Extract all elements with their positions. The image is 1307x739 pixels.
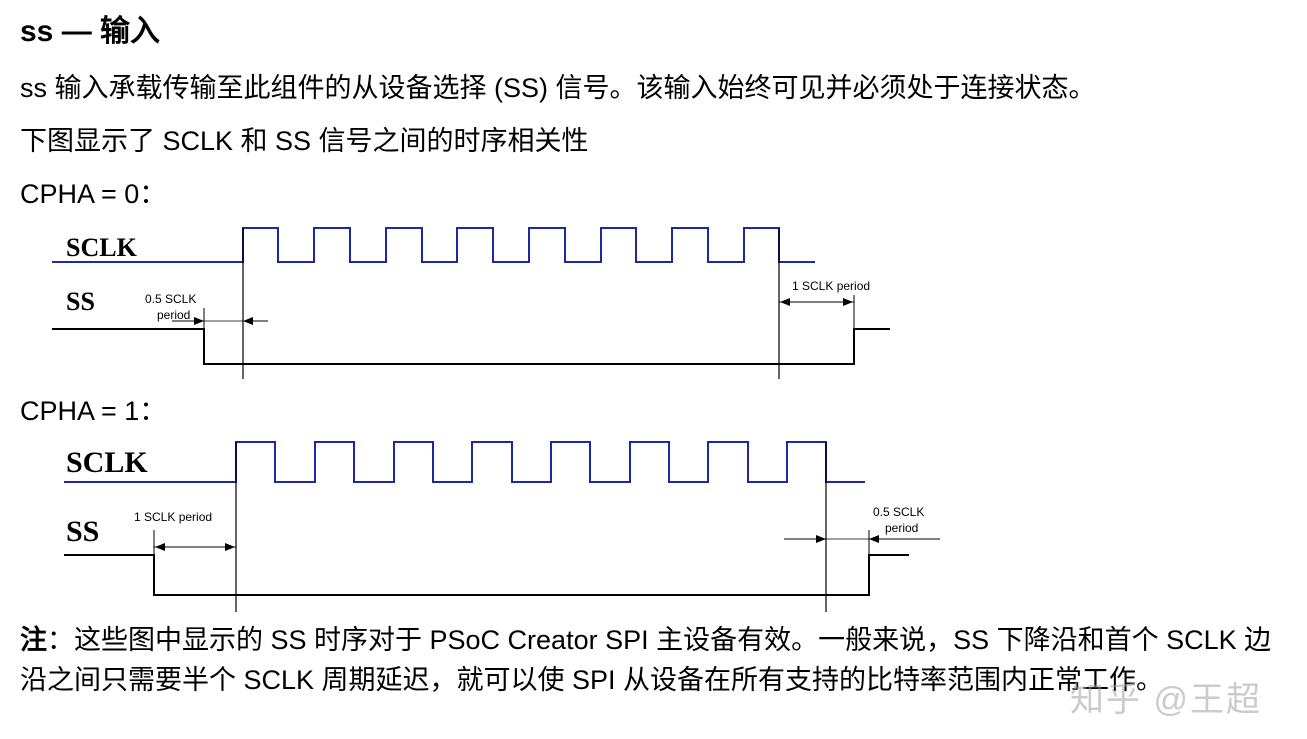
cpha0-right-annotation: 1 SCLK period [792,279,870,293]
cpha1-right-annotation-2: period [885,521,918,535]
cpha1-sclk-waveform [64,441,865,483]
cpha0-diagram: SCLK SS 0.5 SCLK period 1 SCLK period [52,227,890,379]
page-heading: ss — 输入 [20,15,161,48]
watermark: 知乎 @王超 [1070,681,1262,719]
note-label: 注 [20,625,47,655]
cpha0-ss-label: SS [66,287,95,316]
cpha1-right-annotation-1: 0.5 SCLK [873,505,924,519]
timing-intro: 下图显示了 SCLK 和 SS 信号之间的时序相关性 [20,126,589,156]
ss-description: ss 输入承载传输至此组件的从设备选择 (SS) 信号。该输入始终可见并必须处于… [20,73,1096,103]
cpha1-label: CPHA = 1： [20,396,167,426]
cpha0-left-annotation-2: period [157,308,190,322]
cpha1-left-annotation: 1 SCLK period [134,510,212,524]
cpha0-left-annotation-1: 0.5 SCLK [145,292,196,306]
cpha0-label: CPHA = 0： [20,179,167,209]
cpha1-diagram: SCLK SS 1 SCLK period 0.5 SCLK period [64,441,940,612]
cpha0-ss-waveform [52,328,890,365]
cpha1-sclk-label: SCLK [66,446,148,479]
cpha0-sclk-label: SCLK [66,233,138,262]
cpha1-ss-label: SS [66,515,99,548]
note-text: ：这些图中显示的 SS 时序对于 PSoC Creator SPI 主设备有效。… [20,625,1272,695]
note-paragraph: 注：这些图中显示的 SS 时序对于 PSoC Creator SPI 主设备有效… [20,620,1290,700]
cpha1-ss-waveform [64,554,909,596]
cpha0-sclk-waveform [52,227,815,263]
